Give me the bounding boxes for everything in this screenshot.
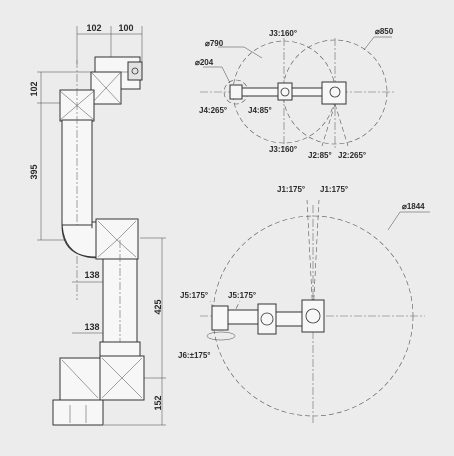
dim-base-width: 138 bbox=[84, 322, 99, 332]
j6-rotation-ellipse bbox=[206, 331, 236, 341]
label-j4-left: J4:265° bbox=[199, 106, 227, 115]
label-j2-right: J2:265° bbox=[338, 151, 366, 160]
label-j5-left: J5:175° bbox=[180, 291, 208, 300]
top-wrist bbox=[229, 84, 243, 100]
label-d850: ⌀850 bbox=[375, 27, 394, 36]
top-shoulder bbox=[321, 81, 347, 105]
dim-wrist-width: 138 bbox=[84, 270, 99, 280]
label-j6: J6:±175° bbox=[178, 351, 211, 360]
top-view: ⌀790 ⌀204 ⌀850 J3:160° J3:160° J4:265° J… bbox=[195, 27, 395, 160]
front-view: J1:175° J1:175° ⌀1844 J5:175° J5:175° J6… bbox=[178, 185, 430, 425]
top-elbow bbox=[277, 82, 293, 101]
label-j3-bottom: J3:160° bbox=[269, 145, 297, 154]
top-upper-arm bbox=[291, 87, 323, 97]
base-mount bbox=[52, 399, 104, 426]
label-j4-right: J4:85° bbox=[248, 106, 272, 115]
front-base bbox=[301, 299, 325, 333]
label-j1-right: J1:175° bbox=[320, 185, 348, 194]
dim-upper-arm: 395 bbox=[29, 164, 39, 179]
label-j3-top: J3:160° bbox=[269, 29, 297, 38]
forearm-collar bbox=[99, 341, 141, 357]
dim-forearm: 425 bbox=[153, 299, 163, 314]
top-forearm bbox=[241, 87, 281, 97]
front-wrist-link bbox=[227, 309, 259, 325]
side-view: 102 100 102 395 425 152 138 138 bbox=[29, 23, 166, 426]
label-j5-right: J5:175° bbox=[228, 291, 256, 300]
tool-flange bbox=[127, 61, 143, 81]
dim-base: 152 bbox=[153, 395, 163, 410]
arm-bend bbox=[61, 221, 97, 258]
label-j1-left: J1:175° bbox=[277, 185, 305, 194]
label-j2-left: J2:85° bbox=[308, 151, 332, 160]
dim-shoulder: 102 bbox=[29, 81, 39, 96]
dim-top-right: 100 bbox=[118, 23, 133, 33]
dim-top-left: 102 bbox=[86, 23, 101, 33]
label-d790: ⌀790 bbox=[205, 39, 224, 48]
front-tool bbox=[211, 305, 229, 331]
front-forearm bbox=[275, 311, 303, 327]
label-d204: ⌀204 bbox=[195, 58, 214, 67]
label-d1844: ⌀1844 bbox=[402, 202, 425, 211]
